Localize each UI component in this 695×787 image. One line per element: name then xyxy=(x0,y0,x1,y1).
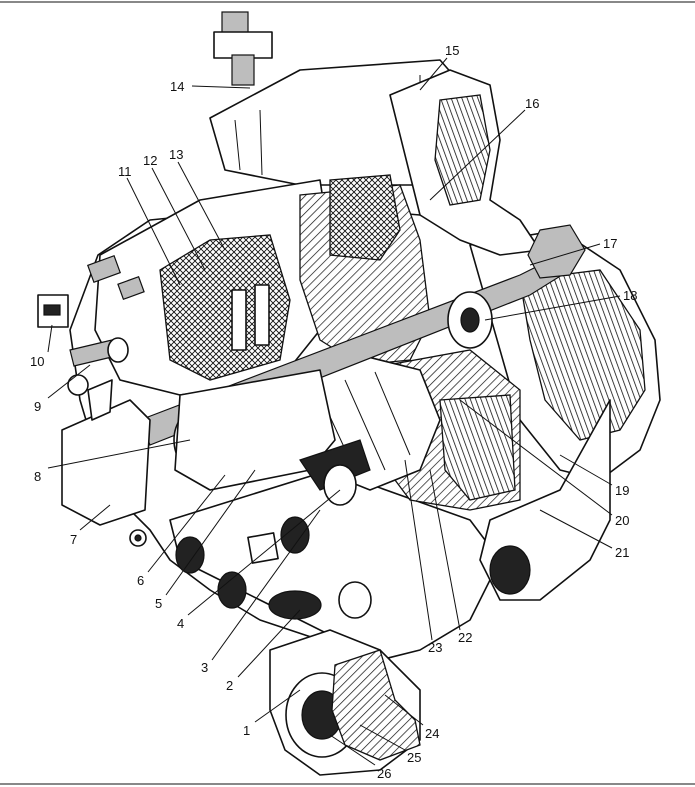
leader-4 xyxy=(187,489,341,616)
battery-terminal-stud xyxy=(213,11,273,86)
bolt-hole-1 xyxy=(175,536,205,574)
drive-end-ventilation xyxy=(519,269,646,441)
leader-1 xyxy=(254,689,301,723)
right-ear-bore xyxy=(489,545,531,595)
leader-17 xyxy=(529,243,601,266)
pulley-nut xyxy=(527,224,586,279)
callout-22: 22 xyxy=(458,630,472,645)
alternator-drawing xyxy=(37,11,661,776)
bolt-hole-5 xyxy=(338,581,372,619)
leader-6 xyxy=(147,474,226,573)
interference-capacitor xyxy=(61,399,151,526)
callout-14: 14 xyxy=(170,79,184,94)
leader-16 xyxy=(429,109,526,201)
bolt-hole-4 xyxy=(268,590,322,620)
callout-7: 7 xyxy=(70,532,77,547)
callout-3: 3 xyxy=(201,660,208,675)
leader-5 xyxy=(165,469,256,596)
diode-1 xyxy=(323,464,357,506)
through-bolt-head xyxy=(129,529,147,547)
leader-14 xyxy=(191,85,251,89)
callout-23: 23 xyxy=(428,640,442,655)
terminal-connector xyxy=(37,254,145,421)
leader-24 xyxy=(384,694,424,726)
callout-13: 13 xyxy=(169,147,183,162)
diode-pocket xyxy=(299,439,371,491)
leader-20 xyxy=(459,399,613,516)
leader-3 xyxy=(211,509,321,661)
callout-21: 21 xyxy=(615,545,629,560)
leader-10 xyxy=(47,324,53,353)
leader-13 xyxy=(177,161,226,251)
callout-8: 8 xyxy=(34,469,41,484)
brushes xyxy=(231,284,270,351)
leader-12 xyxy=(151,167,206,271)
callout-24: 24 xyxy=(425,726,439,741)
callout-19: 19 xyxy=(615,483,629,498)
stator-winding-upper xyxy=(329,174,401,261)
leader-26 xyxy=(329,734,376,766)
leader-18 xyxy=(484,295,621,321)
callout-labels: 1 2 3 4 5 6 7 8 9 10 11 12 13 14 15 16 1… xyxy=(30,43,637,781)
callout-10: 10 xyxy=(30,354,44,369)
leader-lines xyxy=(47,57,621,766)
leader-7 xyxy=(79,504,111,531)
leader-23 xyxy=(404,459,433,641)
callout-25: 25 xyxy=(407,750,421,765)
callout-6: 6 xyxy=(137,573,144,588)
leader-2 xyxy=(237,609,301,678)
stator-winding-lower xyxy=(439,394,516,501)
callout-26: 26 xyxy=(377,766,391,781)
leader-25 xyxy=(359,724,406,751)
callout-1: 1 xyxy=(243,723,250,738)
leader-21 xyxy=(539,509,613,549)
callout-17: 17 xyxy=(603,236,617,251)
terminal-cover-ribs xyxy=(234,75,446,176)
leader-11 xyxy=(126,177,181,286)
leader-9 xyxy=(47,364,91,399)
leader-19 xyxy=(559,454,613,486)
fan-blades xyxy=(434,94,491,206)
callout-5: 5 xyxy=(155,596,162,611)
callout-12: 12 xyxy=(143,153,157,168)
square-lug xyxy=(247,532,279,564)
bolt-hole-3 xyxy=(280,516,310,554)
callout-11: 11 xyxy=(118,164,132,179)
callout-4: 4 xyxy=(177,616,184,631)
rubber-bushing-section xyxy=(331,649,421,761)
callout-16: 16 xyxy=(525,96,539,111)
leader-8 xyxy=(47,439,191,469)
leader-15 xyxy=(419,57,448,91)
callout-15: 15 xyxy=(445,43,459,58)
callout-18: 18 xyxy=(623,288,637,303)
callout-20: 20 xyxy=(615,513,629,528)
front-bearing xyxy=(447,291,493,349)
leader-22 xyxy=(429,469,461,631)
callout-2: 2 xyxy=(226,678,233,693)
bolt-hole-2 xyxy=(217,571,247,609)
callout-9: 9 xyxy=(34,399,41,414)
